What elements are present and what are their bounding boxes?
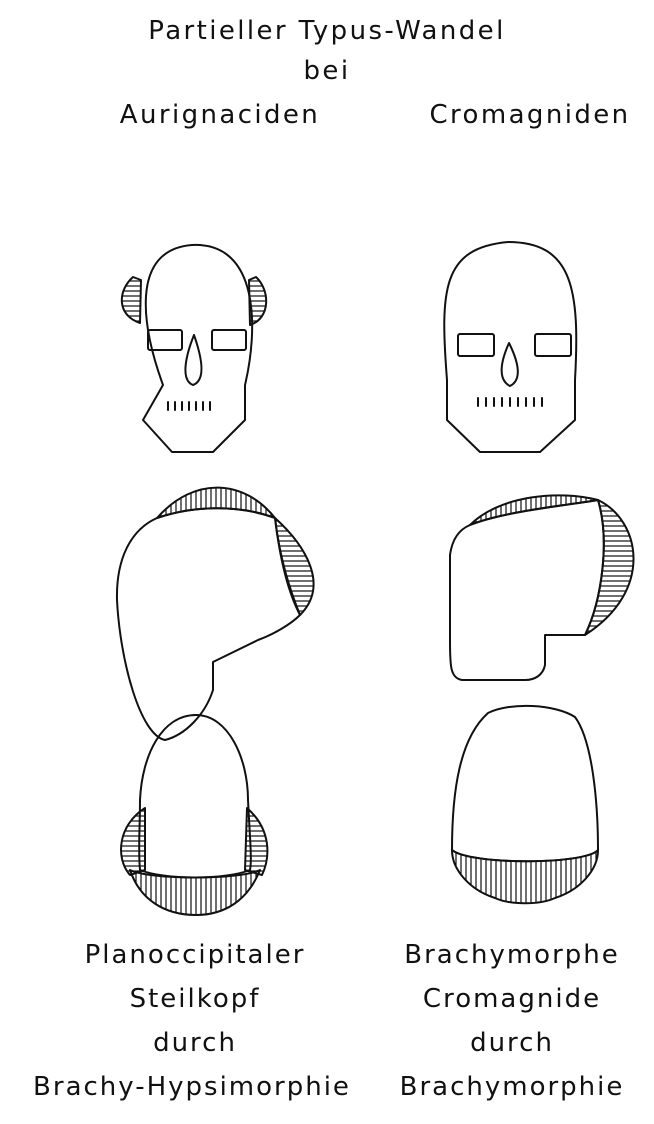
right-caption-line-2: Cromagnide — [362, 984, 654, 1014]
right-frontal-right-orbit — [535, 334, 571, 356]
left-caption-line-3: durch — [45, 1028, 345, 1058]
left-frontal-teeth — [168, 402, 210, 410]
left-lateral-skull — [117, 488, 314, 740]
left-frontal-left-orbit — [148, 330, 182, 350]
right-lateral-skull-outline — [450, 500, 604, 680]
left-lateral-skull-outline — [117, 508, 300, 740]
right-frontal-teeth — [478, 398, 542, 406]
left-top-hatch-left — [121, 808, 145, 875]
right-lateral-skull — [450, 495, 634, 680]
left-caption-line-1: Planoccipitaler — [45, 940, 345, 970]
left-frontal-right-orbit — [212, 330, 246, 350]
right-frontal-left-orbit — [458, 334, 494, 356]
left-top-skull-outline — [139, 715, 251, 878]
left-frontal-nasal-aperture — [185, 335, 201, 385]
left-caption-line-2: Steilkopf — [45, 984, 345, 1014]
right-frontal-nasal-aperture — [502, 343, 518, 386]
left-top-skull — [121, 715, 267, 915]
left-frontal-hatch-left — [122, 277, 141, 323]
right-frontal-skull — [444, 242, 576, 452]
right-caption-line-3: durch — [362, 1028, 654, 1058]
left-frontal-skull — [122, 245, 266, 452]
right-top-skull — [452, 706, 598, 903]
left-caption-line-4: Brachy-Hypsimorphie — [22, 1072, 362, 1102]
right-caption-line-1: Brachymorphe — [362, 940, 654, 970]
right-caption-line-4: Brachymorphie — [352, 1072, 654, 1102]
right-top-skull-outline — [452, 706, 598, 861]
